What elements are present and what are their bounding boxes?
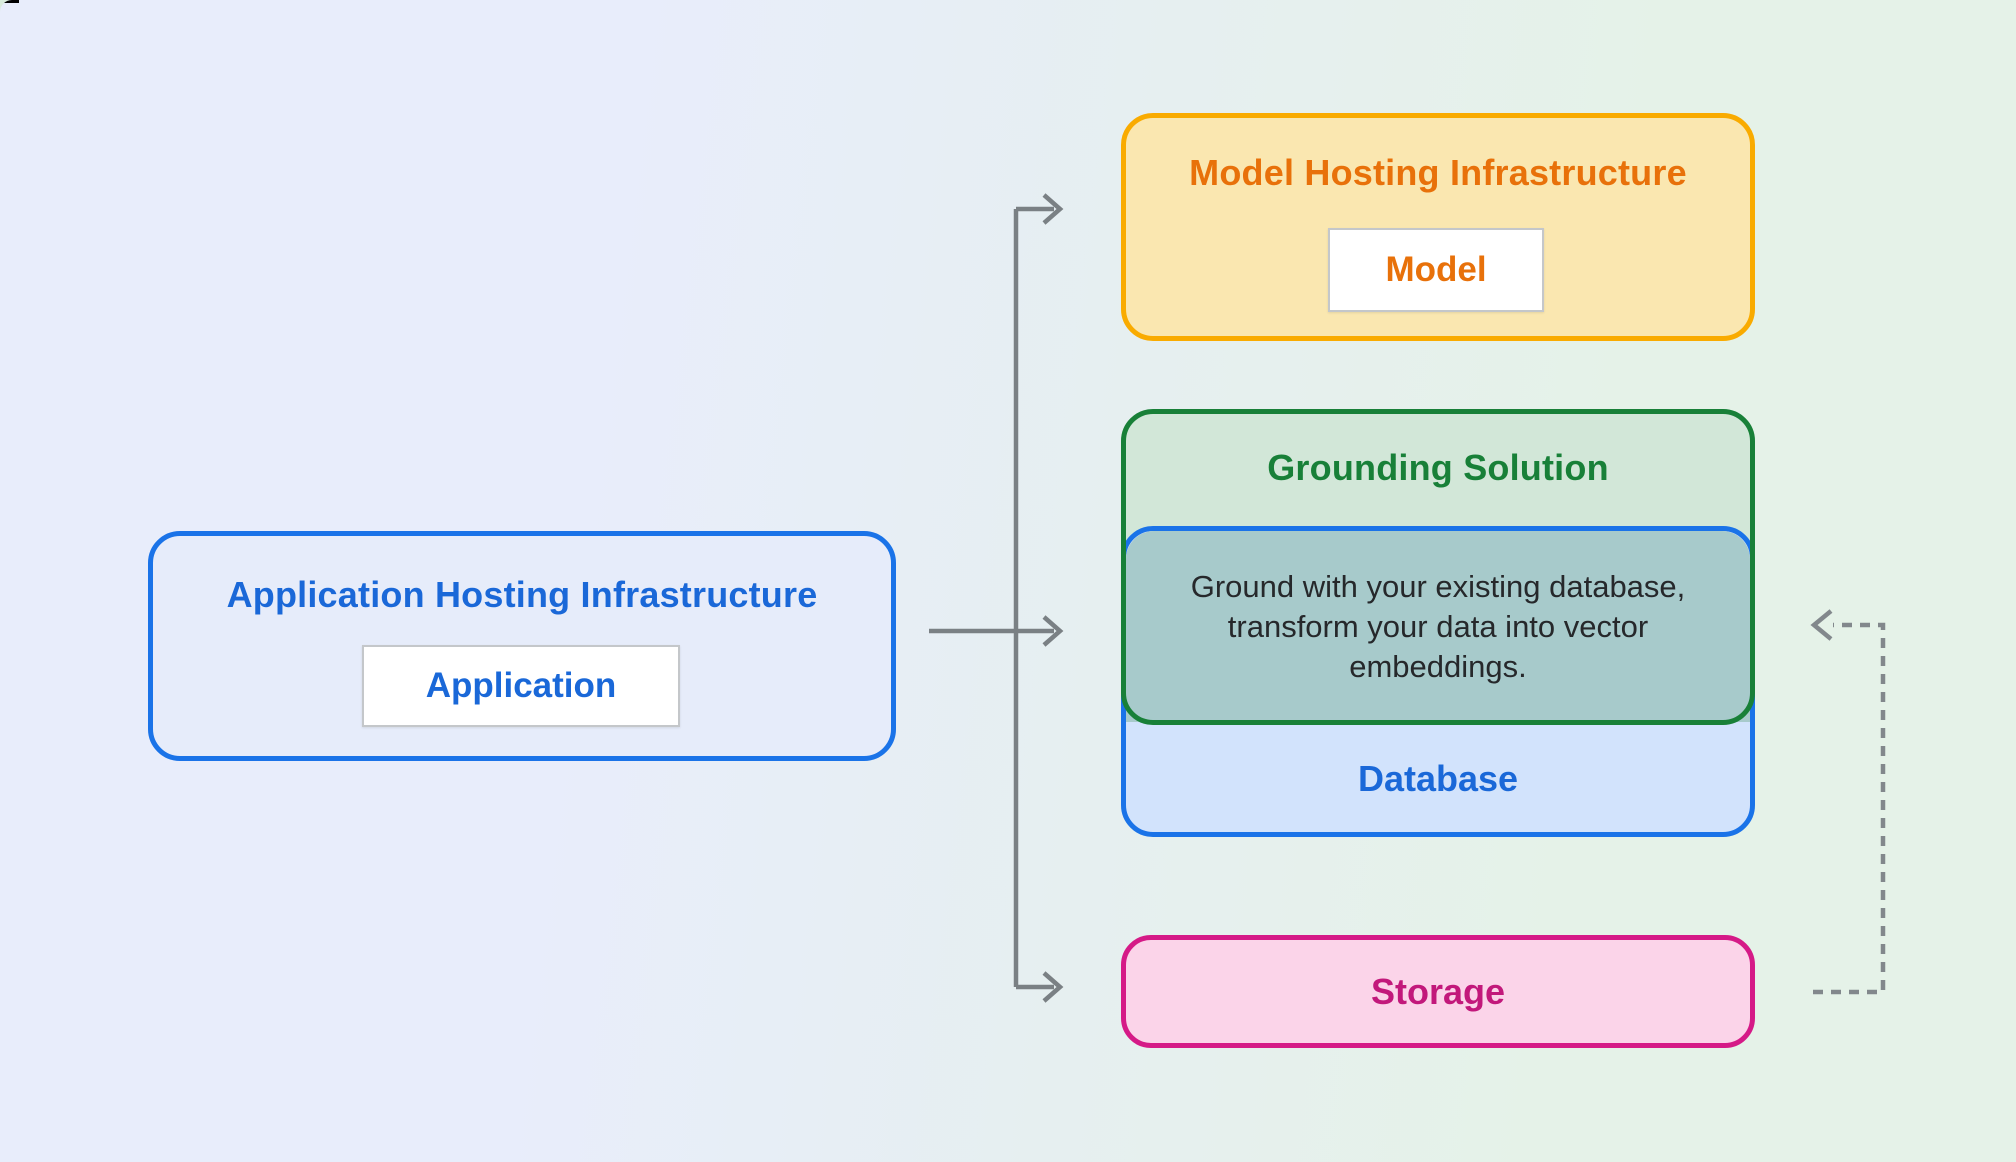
model-chip: Model [1328,228,1544,312]
solid-connector-group [929,193,1064,1003]
right-arrow-icon [1042,971,1064,1003]
model-hosting-title: Model Hosting Infrastructure [1189,152,1687,193]
left-arrow-icon [1810,609,1833,641]
application-hosting-title: Application Hosting Infrastructure [226,574,818,615]
grounding-description-line-2: transform your data into vector [1227,608,1649,644]
dashed-feedback-line [1813,622,1886,995]
storage-box: Storage [1121,935,1755,1048]
grounding-description-line-1: Ground with your existing database, [1190,568,1686,604]
model-chip-label: Model [1385,250,1487,289]
screenshot-corner-artifact [0,0,19,3]
grounding-solution-title: Grounding Solution [1267,447,1609,488]
application-chip: Application [362,645,680,727]
right-arrow-icon [1042,193,1064,225]
storage-label: Storage [1370,970,1506,1012]
application-chip-label: Application [425,666,617,705]
dashed-connector-group [1810,609,1886,995]
database-label: Database [1357,758,1519,799]
right-arrow-icon [1042,615,1064,647]
grounding-description-line-3: embeddings. [1349,648,1527,684]
grounding-overlap-region: Ground with your existing database, tran… [1126,531,1750,722]
